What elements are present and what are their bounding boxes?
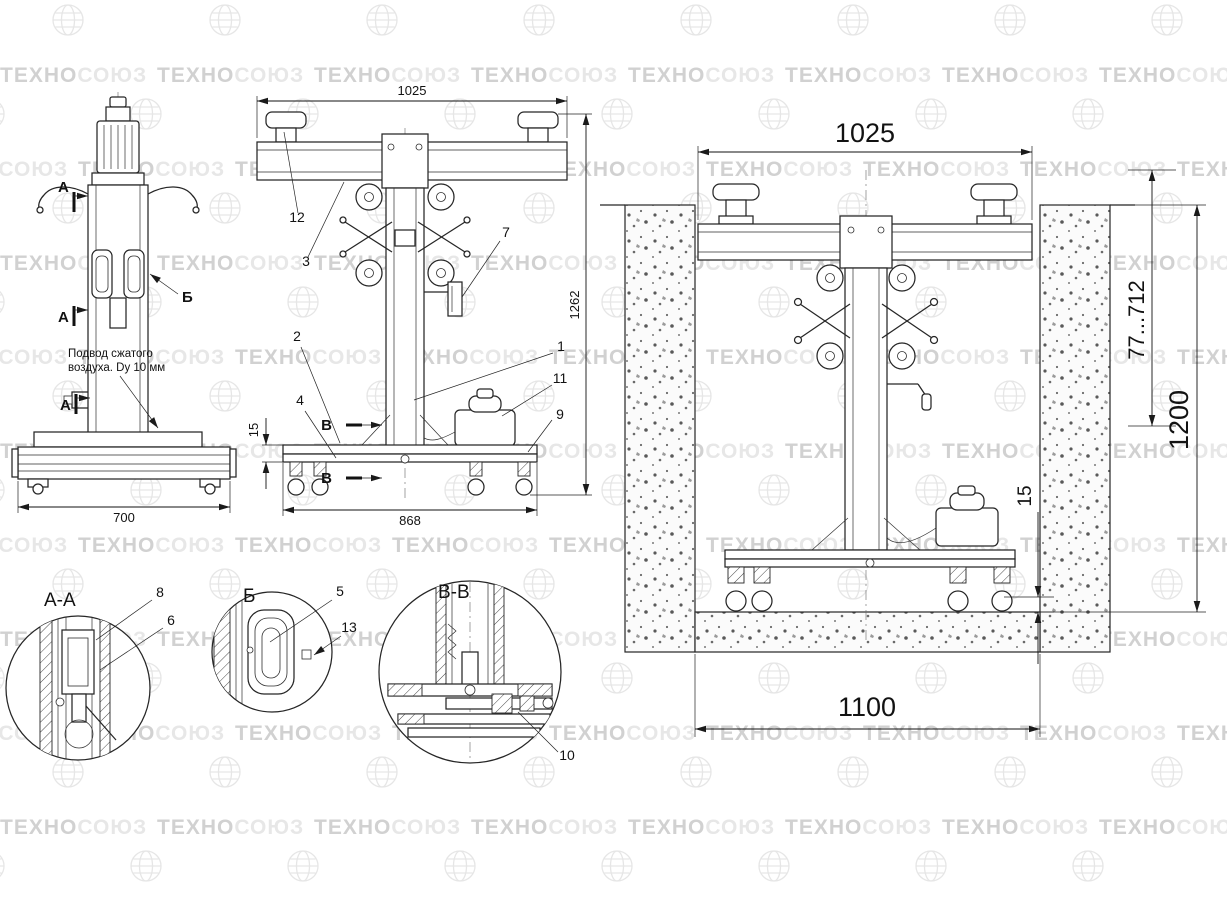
- detail-aa-title: А-А: [44, 590, 76, 611]
- svg-text:12: 12: [289, 209, 305, 225]
- section-label-a-bottom: А: [60, 397, 71, 414]
- callout-4: 4: [296, 392, 337, 459]
- detail-view-b: Б 5 13: [211, 583, 357, 713]
- callout-8: 8: [95, 584, 164, 641]
- front-view: А Б А А Подвод сжатого воздуха. Dy 10 мм…: [11, 92, 237, 525]
- side-view: 1025: [246, 83, 592, 528]
- pit-floor: [694, 611, 1041, 653]
- pump-unit-install: [935, 507, 999, 547]
- pump-unit: [454, 409, 516, 447]
- svg-text:4: 4: [296, 392, 304, 408]
- section-mark-v-bottom: В: [321, 470, 382, 487]
- dim-77-712-label: 77...712: [1124, 280, 1149, 360]
- dim-side-height: 1262: [530, 113, 592, 496]
- support-pad-right: [517, 111, 559, 129]
- section-mark-v-top: В: [321, 417, 382, 434]
- air-note-line1: Подвод сжатого: [68, 348, 153, 360]
- detail-view-aa: А-А 8 6: [5, 584, 175, 761]
- svg-text:6: 6: [167, 612, 175, 628]
- section-label-v-top: В: [321, 417, 332, 434]
- detail-view-vv: В-В 10: [378, 580, 575, 764]
- dim-floor-gap: 15: [1004, 485, 1054, 664]
- lift-column-side: [385, 187, 425, 448]
- base-frame-install: [724, 549, 1016, 560]
- section-label-a-top: А: [58, 179, 69, 196]
- callout-1: 1: [413, 338, 565, 401]
- left-handle: [38, 186, 89, 209]
- svg-text:8: 8: [156, 584, 164, 600]
- dim-lift-range: 77...712: [1124, 169, 1176, 427]
- dim-install-top-width: 1025: [697, 118, 1033, 220]
- callout-3: 3: [302, 181, 345, 269]
- dim-700-label: 700: [113, 510, 135, 525]
- svg-text:5: 5: [336, 583, 344, 599]
- dim-pit-width: 1100: [694, 654, 1041, 737]
- pit-wall-right: [1039, 204, 1111, 653]
- svg-text:2: 2: [293, 328, 301, 344]
- pit-wall-left: [624, 204, 696, 653]
- dim-front-width: 700: [17, 481, 231, 525]
- dim-15-label-install: 15: [1015, 485, 1036, 506]
- svg-text:11: 11: [553, 370, 568, 386]
- installation-view: 1025 77...712 1200 15 1100: [600, 118, 1206, 737]
- svg-text:9: 9: [556, 406, 564, 422]
- svg-text:3: 3: [302, 253, 310, 269]
- svg-text:1: 1: [557, 338, 565, 354]
- base-platform: [17, 446, 231, 480]
- support-pad-left: [265, 111, 307, 129]
- section-label-b: Б: [182, 289, 193, 306]
- detail-vv-title: В-В: [438, 582, 470, 603]
- callout-7: 7: [461, 224, 510, 298]
- dim-868-label: 868: [399, 513, 421, 528]
- svg-text:7: 7: [502, 224, 510, 240]
- detail-b-title: Б: [243, 586, 255, 607]
- dim-1100-label: 1100: [838, 692, 896, 722]
- section-label-a-mid: А: [58, 309, 69, 326]
- base-frame: [282, 444, 538, 455]
- callout-2: 2: [293, 328, 341, 444]
- section-mark-a-bottom: А: [60, 394, 90, 414]
- dim-1200-label: 1200: [1164, 390, 1194, 450]
- dim-side-base-height: 15: [246, 418, 284, 489]
- svg-text:13: 13: [341, 619, 357, 635]
- callout-6: 6: [99, 612, 175, 671]
- section-mark-a-mid: А: [58, 306, 88, 326]
- right-handle: [147, 186, 198, 209]
- dim-pit-depth: 1200: [1040, 204, 1206, 613]
- callout-9: 9: [527, 406, 564, 453]
- section-label-v-bottom: В: [321, 470, 332, 487]
- air-note-line2: воздуха. Dy 10 мм: [68, 362, 165, 374]
- section-mark-b: Б: [149, 273, 193, 306]
- crank-handle: [921, 393, 932, 411]
- support-pad-left-install: [712, 183, 760, 201]
- support-pad-right-install: [970, 183, 1018, 201]
- dim-side-base-width: 868: [282, 463, 538, 528]
- section-mark-a-top: А: [58, 179, 88, 212]
- air-supply-note: Подвод сжатого воздуха. Dy 10 мм: [68, 348, 165, 429]
- callout-10: 10: [517, 711, 575, 763]
- dim-1025-label-install: 1025: [835, 118, 895, 148]
- dim-1262-label: 1262: [567, 291, 582, 320]
- callout-5: 5: [269, 583, 344, 643]
- dim-side-top-width: 1025: [256, 83, 568, 138]
- dim-1025-label-side: 1025: [398, 83, 427, 98]
- dim-15-label-side: 15: [246, 423, 261, 437]
- side-bracket: [447, 281, 463, 317]
- svg-text:10: 10: [559, 747, 575, 763]
- callout-11: 11: [501, 370, 568, 417]
- callout-12: 12: [283, 131, 305, 225]
- lift-column-install: [844, 267, 888, 551]
- callout-13: 13: [301, 619, 357, 660]
